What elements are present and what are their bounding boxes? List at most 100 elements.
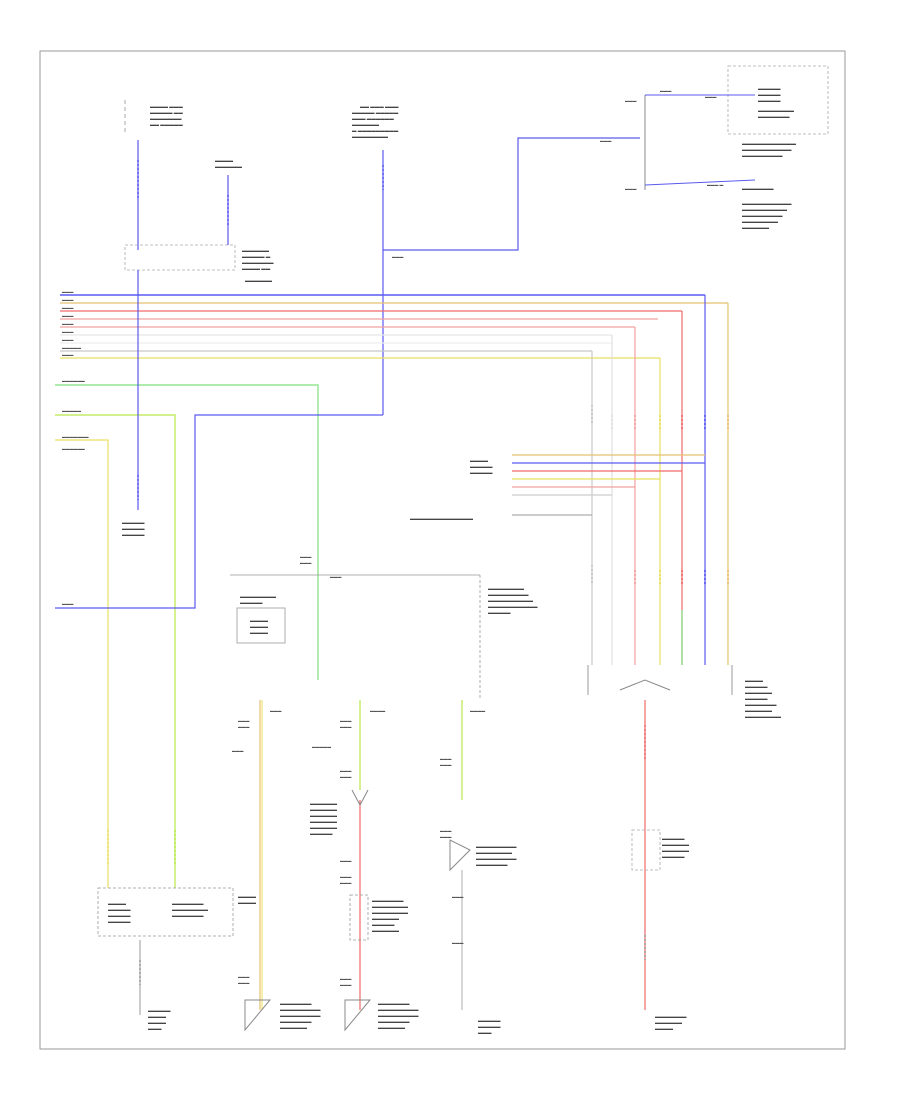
svg-text:▬▬▬: ▬▬▬ [340,881,352,885]
svg-text:▬▬▬: ▬▬▬ [625,99,637,103]
svg-text:▬▬▬▬▬▬▬▬▬: ▬▬▬▬▬▬▬▬▬ [476,856,517,861]
svg-text:▬▬▬▬▬: ▬▬▬▬▬ [372,922,395,927]
svg-text:▬▬▬▬▬▬▬▬▬▬▬: ▬▬▬▬▬▬▬▬▬▬▬ [488,604,538,609]
svg-text:▬▬▬▬▬▬▬: ▬▬▬▬▬▬▬ [280,1019,312,1024]
svg-text:▬▬▬: ▬▬▬ [340,725,352,729]
svg-text:▬▬▬▬▬: ▬▬▬▬▬ [62,346,81,350]
svg-text:▬▬▬▬▬: ▬▬▬▬▬ [108,913,131,918]
svg-text:▬▬▬▬▬▬▬▬▬: ▬▬▬▬▬▬▬▬▬ [280,1007,321,1012]
svg-text:▬▬▬: ▬▬▬ [238,719,250,723]
svg-text:▬▬▬▬▬▬▬▬▬: ▬▬▬▬▬▬▬▬▬ [378,1013,419,1018]
svg-text:▬▬▬▬▬▬: ▬▬▬▬▬▬ [62,447,85,451]
svg-text:▬▬▬▬: ▬▬▬▬ [215,158,234,163]
svg-text:▬▬▬: ▬▬▬ [705,95,717,99]
svg-text:▬▬▬▬: ▬▬▬▬ [370,709,385,713]
svg-text:▬▬ ▬▬▬▬▬: ▬▬ ▬▬▬▬▬ [150,122,183,127]
svg-text:▬▬▬: ▬▬▬ [440,829,452,833]
svg-text:▬▬▬▬▬: ▬▬▬▬▬ [122,526,145,531]
svg-text:▬▬▬: ▬▬▬ [440,757,452,761]
svg-text:▬▬▬: ▬▬▬ [232,749,244,753]
svg-text:▬▬▬▬▬▬▬▬: ▬▬▬▬▬▬▬▬ [742,219,779,224]
svg-text:▬▬▬: ▬▬▬ [62,602,74,606]
top-right-components: ▬▬▬ ▬▬▬ ▬▬▬ ▬▬▬ ▬▬▬ ▬ ▬▬▬▬▬▬▬▬▬▬▬▬▬▬▬▬▬▬… [625,65,829,230]
svg-text:▬▬▬: ▬▬▬ [270,709,282,713]
svg-text:▬▬▬▬▬▬▬▬: ▬▬▬▬▬▬▬▬ [352,134,389,139]
svg-text:▬▬▬: ▬▬▬ [62,298,74,302]
svg-text:▬▬▬▬▬: ▬▬▬▬▬ [108,907,131,912]
svg-text:▬▬▬▬▬▬: ▬▬▬▬▬▬ [745,708,773,713]
svg-text:▬▬▬▬▬▬▬: ▬▬▬▬▬▬▬ [242,260,274,265]
svg-text:▬▬▬▬▬▬: ▬▬▬▬▬▬ [310,825,338,830]
svg-text:▬▬▬▬▬▬▬: ▬▬▬▬▬▬▬ [172,901,204,906]
svg-text:▬▬▬▬▬: ▬▬▬▬▬ [478,1024,501,1029]
left-wires: ▬▬▬▬▬▬ ▬▬▬▬▬ ▬▬▬▬▬▬▬ ▬▬▬▬▬▬ ▬▬▬▬▬▬▬▬▬▬▬▬… [55,270,383,888]
svg-text:▬▬▬▬▬▬: ▬▬▬▬▬▬ [242,248,270,253]
svg-text:▬▬▬▬: ▬▬▬▬ [250,618,269,623]
wire-bus: ▬▬▬▬▬▬▬▬▬▬▬▬▬▬▬▬▬▬▬▬▬▬▬▬▬▬▬▬▬ [60,290,728,359]
svg-text:▬▬▬▬▬: ▬▬▬▬▬ [312,745,331,749]
svg-text:▬▬▬▬▬▬▬▬: ▬▬▬▬▬▬▬▬ [476,850,513,855]
svg-text:▬▬▬▬▬▬: ▬▬▬▬▬▬ [655,1020,683,1025]
svg-text:▬▬▬▬▬ ▬: ▬▬▬▬▬ ▬ [242,254,271,259]
svg-text:▬▬▬▬▬▬▬▬▬: ▬▬▬▬▬▬▬▬▬ [378,1007,419,1012]
svg-text:▬▬▬▬▬▬: ▬▬▬▬▬▬ [378,1025,406,1030]
svg-text:▬▬▬ ▬: ▬▬▬ ▬ [707,183,723,187]
svg-text:▬▬▬▬▬▬▬▬: ▬▬▬▬▬▬▬▬ [488,586,525,591]
bottom-left-components: ▬▬▬▬▬▬▬▬▬▬▬▬▬▬▬▬▬▬▬▬▬▬▬▬▬▬▬▬▬▬▬▬▬▬▬▬▬▬▬▬… [97,887,419,1032]
right-wires: ▬▬▬▬▬▬▬▬▬▬▬▬▬▬ ▬▬▬▬▬▬▬▬▬▬▬▬▬▬ ▬▬▬▬▬▬▬▬▬▬… [410,295,782,1031]
svg-text:▬▬▬: ▬▬▬ [62,338,74,342]
svg-text:▬▬▬▬▬▬: ▬▬▬▬▬▬ [352,122,380,127]
svg-text:▬▬▬: ▬▬▬ [62,290,74,294]
svg-text:▬▬▬▬▬▬▬: ▬▬▬▬▬▬▬ [745,702,777,707]
svg-text:▬▬▬▬▬▬▬: ▬▬▬▬▬▬▬ [378,1019,410,1024]
svg-text:▬▬▬▬▬: ▬▬▬▬▬ [148,1008,171,1013]
svg-text:▬▬▬: ▬▬▬ [62,322,74,326]
svg-text:▬▬▬: ▬▬▬ [300,561,312,565]
svg-text:▬▬▬▬▬: ▬▬▬▬▬ [745,696,768,701]
svg-text:▬▬▬▬: ▬▬▬▬ [250,624,269,629]
svg-text:▬▬▬: ▬▬▬ [340,977,352,981]
svg-text:▬▬▬▬▬ ▬▬▬▬▬: ▬▬▬▬▬ ▬▬▬▬▬ [352,110,399,115]
svg-text:▬▬▬: ▬▬▬ [62,314,74,318]
diagram-frame [39,50,846,1050]
svg-text:▬▬▬▬▬ ▬▬: ▬▬▬▬▬ ▬▬ [150,110,183,115]
svg-text:▬▬▬▬▬: ▬▬▬▬▬ [122,520,145,525]
svg-text:▬▬▬▬▬▬: ▬▬▬▬▬▬ [245,278,273,283]
svg-text:▬▬▬▬▬: ▬▬▬▬▬ [122,532,145,537]
svg-text:▬▬▬▬▬▬▬▬: ▬▬▬▬▬▬▬▬ [240,594,277,599]
svg-text:▬▬▬ ▬▬▬▬▬▬: ▬▬▬ ▬▬▬▬▬▬ [352,116,394,121]
svg-text:▬▬▬▬▬: ▬▬▬▬▬ [488,610,511,615]
svg-text:▬▬▬▬▬▬: ▬▬▬▬▬▬ [662,848,690,853]
svg-text:▬▬▬▬▬▬▬: ▬▬▬▬▬▬▬ [742,186,774,191]
svg-text:▬▬▬▬▬▬▬▬▬▬: ▬▬▬▬▬▬▬▬▬▬ [742,207,788,212]
svg-text:▬▬▬▬▬: ▬▬▬▬▬ [470,464,493,469]
svg-text:▬▬▬▬▬▬▬: ▬▬▬▬▬▬▬ [655,1014,687,1019]
svg-text:▬▬▬▬▬▬: ▬▬▬▬▬▬ [372,928,400,933]
svg-text:▬▬▬▬: ▬▬▬▬ [250,630,269,635]
svg-text:▬▬▬▬▬: ▬▬▬▬▬ [758,92,781,97]
svg-text:▬▬▬▬▬▬▬: ▬▬▬▬▬▬▬ [172,913,204,918]
svg-text:▬▬▬▬▬▬: ▬▬▬▬▬▬ [310,801,338,806]
svg-text:▬▬▬▬: ▬▬▬▬ [148,1020,167,1025]
svg-text:▬▬▬▬▬▬▬: ▬▬▬▬▬▬▬ [372,898,404,903]
svg-text:▬▬▬▬▬▬▬▬▬: ▬▬▬▬▬▬▬▬▬ [742,213,783,218]
svg-text:▬▬▬▬▬▬: ▬▬▬▬▬▬ [310,813,338,818]
svg-text:▬▬▬: ▬▬▬ [340,769,352,773]
svg-text:▬▬▬: ▬▬▬ [238,725,250,729]
svg-text:▬▬▬▬▬▬▬: ▬▬▬▬▬▬▬ [476,862,508,867]
svg-text:▬ ▬▬▬▬▬▬▬▬▬: ▬ ▬▬▬▬▬▬▬▬▬ [352,128,399,133]
svg-text:▬▬▬▬ ▬▬▬: ▬▬▬▬ ▬▬▬ [150,104,183,109]
svg-text:▬▬▬▬▬▬: ▬▬▬▬▬▬ [310,807,338,812]
svg-text:▬▬▬▬: ▬▬▬▬ [470,709,485,713]
svg-text:▬▬▬▬▬▬▬: ▬▬▬▬▬▬▬ [378,1001,410,1006]
svg-text:▬▬▬▬▬: ▬▬▬▬▬ [310,831,333,836]
svg-text:▬▬▬▬▬▬: ▬▬▬▬▬▬ [62,379,85,383]
svg-text:▬▬▬▬: ▬▬▬▬ [745,678,764,683]
svg-text:▬▬▬: ▬▬▬ [62,306,74,310]
svg-text:▬▬▬: ▬▬▬ [452,941,464,945]
svg-text:▬▬▬▬▬: ▬▬▬▬▬ [470,470,493,475]
top-left-components: ▬▬▬▬ ▬▬▬▬▬▬▬▬ ▬▬▬▬▬▬▬▬▬▬▬ ▬▬▬▬▬ ▬▬▬▬ ▬▬▬… [124,100,274,283]
svg-text:▬▬▬▬▬: ▬▬▬▬▬ [62,409,81,413]
svg-text:▬▬▬: ▬▬▬ [62,353,74,357]
